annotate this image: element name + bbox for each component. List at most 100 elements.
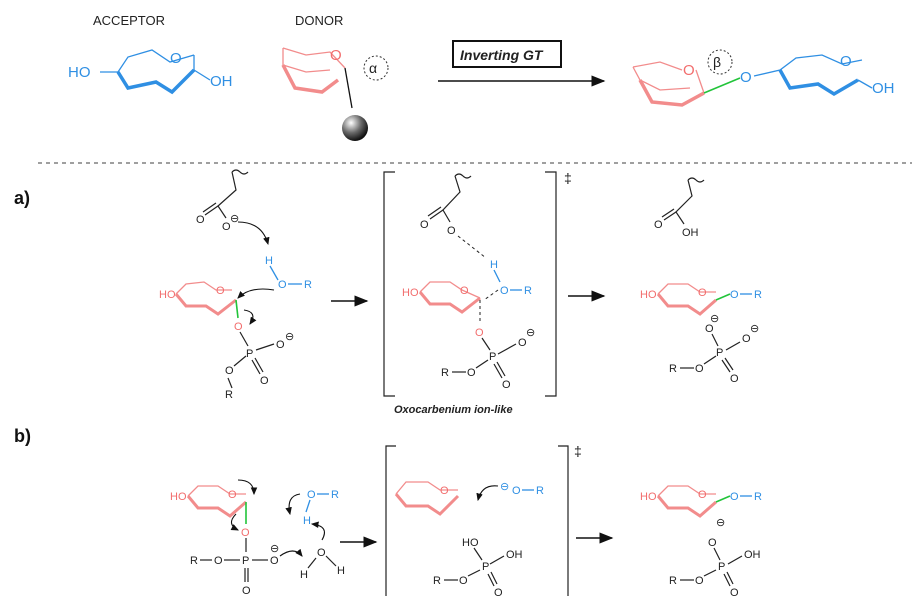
b-phos-charge: ⊖ <box>270 543 279 555</box>
leaving-o: O <box>234 321 243 333</box>
ts-phosphate-o-bottom: O <box>502 379 511 391</box>
acceptor-oh-bond <box>193 69 211 81</box>
acceptor-h: H <box>265 255 273 267</box>
p-o-bond-right <box>255 343 275 351</box>
b-double-dagger: ‡ <box>574 443 582 459</box>
ts-carboxylate-o2: O <box>447 225 456 237</box>
b-alkoxide-o: O <box>512 485 521 497</box>
b-int-o-bottom: O <box>494 587 503 596</box>
product-red-ring-d <box>695 69 705 94</box>
ts-a-double-dagger: ‡ <box>564 170 572 186</box>
phosphate-o-bottom: O <box>260 375 269 387</box>
product-bridge-o: O <box>740 69 752 86</box>
donor-ring-top <box>282 48 331 73</box>
b-water-h2-bond <box>325 555 337 567</box>
carboxylate-charge: ⊖ <box>230 213 239 225</box>
b-oxo-o: O <box>440 485 449 497</box>
b-int-p-oh <box>489 555 505 565</box>
b-phos-r: R <box>190 555 198 567</box>
product-blue-o: O <box>840 53 852 70</box>
section-b-intermediate: ‡ O ⊖ O R HO P OH O O R <box>385 443 582 596</box>
product-blue-ring-top <box>753 54 863 77</box>
b-phos-or-o: O <box>214 555 223 567</box>
b-water-arrow <box>310 521 325 541</box>
phosphate-r: R <box>225 389 233 401</box>
prod-phos-o-p <box>711 333 719 347</box>
prod-acceptor-o: O <box>730 289 739 301</box>
disaccharide-product: O β O O OH <box>632 49 895 107</box>
prod-phos-o-right: O <box>742 333 751 345</box>
sugar-ring-top <box>175 281 232 295</box>
leaving-arrow <box>243 309 257 325</box>
b-phos-o-right: O <box>270 555 279 567</box>
ts-sugar-ho: HO <box>402 287 419 299</box>
b-phosphorus: P <box>242 555 249 567</box>
ts-phosphate-or-o: O <box>467 367 476 379</box>
b-water-h1-bond <box>307 557 317 569</box>
ts-carbonyl <box>427 206 444 220</box>
section-b-substrate: HO O O P O ⊖ O O R O R H O H H <box>170 479 345 596</box>
sugar-ring-o: O <box>216 285 225 297</box>
ts-p-o-right <box>497 343 517 355</box>
acceptor-r: R <box>304 279 312 291</box>
section-a-substrate: O O ⊖ H O R HO O O P O ⊖ O O R <box>159 169 312 401</box>
ts-sugar-top <box>419 281 481 299</box>
donor-group: DONOR O α <box>281 13 389 141</box>
b-prod-glycosidic <box>715 495 731 503</box>
b-prod-charge: ⊖ <box>716 517 725 529</box>
b-prod-phosphorus: P <box>718 561 725 573</box>
ts-o-p-bond <box>481 337 491 351</box>
b-oxo-top <box>395 481 458 495</box>
ts-acceptor-o: O <box>500 285 509 297</box>
product-red-ring-a <box>632 66 691 91</box>
prod-sugar-ho: HO <box>640 289 657 301</box>
b-sugar-top <box>187 485 246 497</box>
donor-ring-o: O <box>330 47 342 64</box>
prod-phos-charge-1: ⊖ <box>710 313 719 325</box>
product-red-ring-b <box>638 79 705 107</box>
phosphorus: P <box>246 348 253 360</box>
product-oh: OH <box>872 80 895 97</box>
carboxylate-o2: O <box>222 221 231 233</box>
b-leaving-arrow <box>230 513 239 531</box>
prod-glycosidic-bond <box>715 293 731 301</box>
b-prod-sugar-top <box>657 485 716 497</box>
nucleophile-arrow <box>237 288 275 299</box>
acceptor-oh: OH <box>210 73 233 90</box>
prod-phos-or-o: O <box>695 363 704 375</box>
sugar-ring-bottom <box>174 293 237 316</box>
product-red-o: O <box>683 62 695 79</box>
ts-sugar-o: O <box>460 285 469 297</box>
b-prod-double-o <box>723 571 734 587</box>
prod-phos-o-top: O <box>705 323 714 335</box>
prod-acid-o: O <box>654 219 663 231</box>
prod-acceptor-r: R <box>754 289 762 301</box>
prod-sugar-bottom <box>656 293 717 316</box>
donor-label: DONOR <box>295 13 343 28</box>
b-int-p-or <box>467 569 481 577</box>
b-proton-arrow <box>285 493 301 516</box>
carbonyl-bond <box>202 202 219 216</box>
b-leaving-o: O <box>241 527 250 539</box>
prod-phos-o-bottom: O <box>730 373 739 385</box>
prod-acid-chain <box>675 179 693 225</box>
alpha-label: α <box>369 60 377 76</box>
product-glycosidic-bond <box>703 77 741 94</box>
b-water-o: O <box>317 547 326 559</box>
b-sugar-ho: HO <box>170 491 187 503</box>
b-acceptor-o: O <box>307 489 316 501</box>
ts-phosphate-charge: ⊖ <box>526 327 535 339</box>
b-phos-ho-bond <box>473 547 483 561</box>
phosphate-or-o: O <box>225 365 234 377</box>
ts-hbond <box>457 235 487 259</box>
b-prod-o-p <box>713 547 721 561</box>
donor-ring-bottom <box>281 64 340 94</box>
b-phos-ho: HO <box>462 537 479 549</box>
phosphate-o-right: O <box>276 339 285 351</box>
ts-h-o-bond <box>493 269 501 283</box>
ts-chain-squiggle <box>454 173 472 179</box>
b-oxo-bottom <box>394 493 460 516</box>
b-int-or-o: O <box>459 575 468 587</box>
b-attack-arrow <box>476 485 499 502</box>
ts-acceptor-r: R <box>524 285 532 297</box>
